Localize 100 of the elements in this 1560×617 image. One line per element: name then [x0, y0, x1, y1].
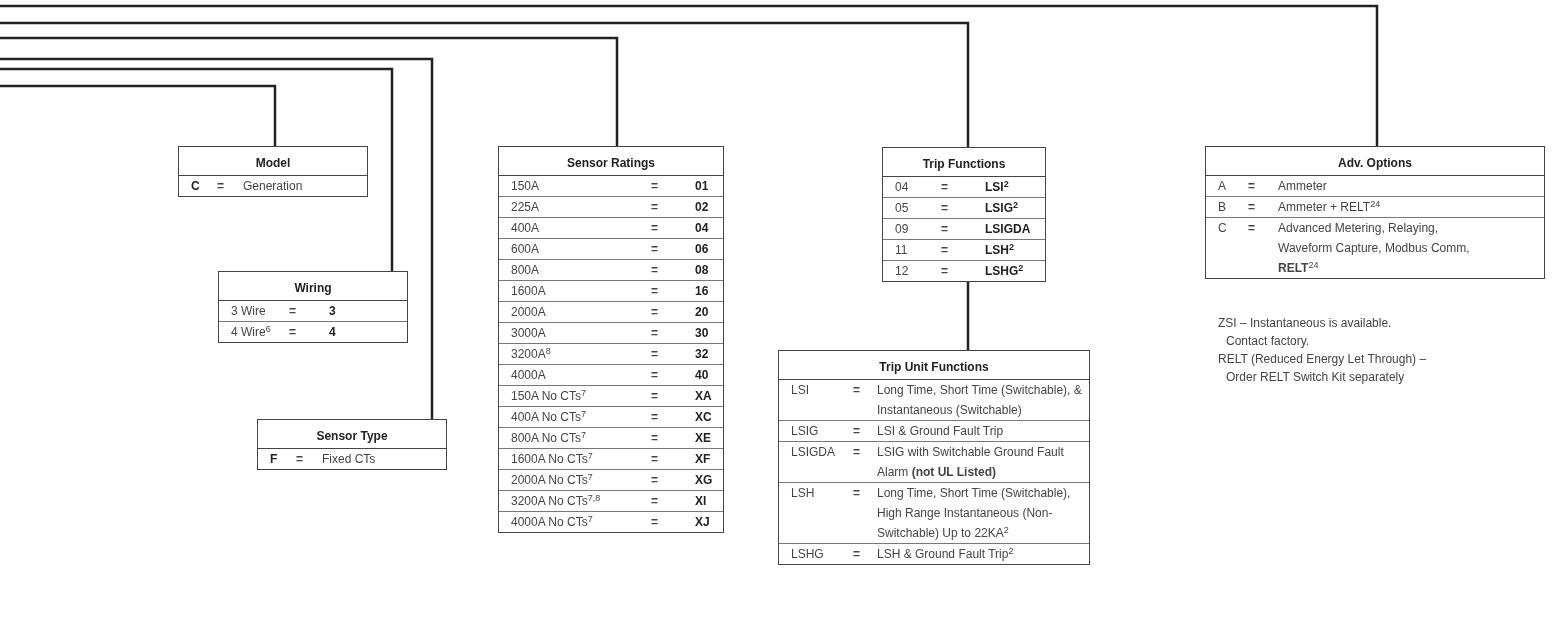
option-code: 150A [511, 179, 540, 193]
option-description: 4 [329, 325, 336, 339]
option-description: 40 [695, 368, 709, 382]
option-code: 11 [895, 243, 908, 257]
equals-sign: = [651, 179, 658, 193]
option-table [498, 146, 724, 533]
option-description: LSI & Ground Fault Trip [877, 424, 1004, 438]
equals-sign: = [289, 325, 296, 339]
connector-line [0, 84, 277, 146]
equals-sign: = [296, 452, 303, 466]
option-code: 1600A No CTs$^{7}$ [511, 452, 593, 466]
option-code: 4000A No CTs$^{7}$ [511, 515, 593, 529]
table-heading: Trip Unit Functions [879, 360, 989, 374]
option-code: 04 [895, 180, 909, 194]
equals-sign: = [853, 547, 860, 561]
table-heading: Model [255, 156, 291, 170]
option-code: 400A No CTs$^{7}$ [511, 410, 587, 424]
equals-sign: = [853, 424, 860, 438]
equals-sign: = [651, 389, 658, 403]
option-code: 2000A [511, 305, 546, 319]
equals-sign: = [651, 368, 658, 382]
equals-sign: = [941, 264, 948, 278]
table-heading: Trip Functions [922, 157, 1006, 171]
connector-line [966, 282, 970, 350]
option-description: XA [695, 389, 712, 403]
option-code: 3000A [511, 326, 546, 340]
option-description: XC [695, 410, 712, 424]
option-table [178, 146, 368, 197]
option-description: Advanced Metering, Relaying, Waveform Capture, Modbus Comm, RELT$^{24}$ [1278, 221, 1470, 275]
option-description: 06 [695, 242, 709, 256]
option-description: LSHG$^{2}$ [985, 264, 1024, 278]
equals-sign: = [941, 243, 948, 257]
equals-sign: = [1248, 221, 1255, 235]
option-description: LSIGDA [985, 222, 1031, 236]
option-code: LSHG [791, 547, 824, 561]
equals-sign: = [651, 305, 658, 319]
equals-sign: = [651, 221, 658, 235]
option-description: LSI$^{2}$ [985, 180, 1009, 194]
option-code: LSIG [791, 424, 819, 438]
option-description: 32 [695, 347, 709, 361]
option-code: 2000A No CTs$^{7}$ [511, 473, 593, 487]
option-code: 600A [511, 242, 540, 256]
option-table [882, 147, 1046, 282]
option-description: 30 [695, 326, 709, 340]
equals-sign: = [651, 284, 658, 298]
option-description: XG [695, 473, 713, 487]
equals-sign: = [651, 431, 658, 445]
equals-sign: = [853, 383, 860, 397]
option-description: Ammeter + RELT$^{24}$ [1278, 200, 1381, 214]
equals-sign: = [941, 222, 948, 236]
option-code: 800A No CTs$^{7}$ [511, 431, 587, 445]
equals-sign: = [217, 179, 224, 193]
equals-sign: = [941, 180, 948, 194]
option-code: 4 Wire$^{6}$ [231, 325, 271, 339]
equals-sign: = [651, 242, 658, 256]
equals-sign: = [651, 200, 658, 214]
option-code: LSIGDA [791, 445, 835, 459]
equals-sign: = [651, 326, 658, 340]
option-description: XF [695, 452, 711, 466]
option-code: F [270, 452, 278, 466]
note-text: RELT (Reduced Energy Let Through) – Order RELT Switch Kit separately [1218, 352, 1427, 384]
equals-sign: = [853, 445, 860, 459]
option-description: 08 [695, 263, 709, 277]
equals-sign: = [651, 263, 658, 277]
option-table [778, 350, 1090, 565]
option-code: LSI [791, 383, 809, 397]
option-description: 01 [695, 179, 709, 193]
equals-sign: = [1248, 200, 1255, 214]
option-table [257, 419, 447, 470]
option-description: LSIG with Switchable Ground Fault Alarm (not UL Listed) [877, 445, 1064, 479]
connector-line [0, 57, 434, 419]
equals-sign: = [651, 494, 658, 508]
option-description: 16 [695, 284, 709, 298]
option-table [1205, 146, 1545, 279]
option-description: 20 [695, 305, 709, 319]
option-code: 3200A$^{8}$ [511, 347, 551, 361]
option-description: Fixed CTs [322, 452, 376, 466]
option-code: C [191, 179, 200, 193]
equals-sign: = [853, 486, 860, 500]
connector-line [0, 67, 394, 271]
equals-sign: = [1248, 179, 1255, 193]
table-heading: Sensor Ratings [567, 156, 655, 170]
equals-sign: = [651, 347, 658, 361]
table-heading: Sensor Type [316, 429, 388, 443]
option-code: LSH [791, 486, 815, 500]
equals-sign: = [651, 452, 658, 466]
table-heading: Adv. Options [1338, 156, 1412, 170]
option-description: Long Time, Short Time (Switchable), High Range Instantaneous (Non-Switchable) Up to 22KA$^{2}$ [877, 486, 1071, 540]
option-code: A [1218, 179, 1226, 193]
option-code: B [1218, 200, 1226, 214]
option-code: 3 Wire [231, 304, 266, 318]
option-code: C [1218, 221, 1227, 235]
option-description: LSIG$^{2}$ [985, 201, 1019, 215]
option-description: Generation [243, 179, 303, 193]
option-description: 3 [329, 304, 336, 318]
option-table [218, 271, 408, 343]
equals-sign: = [651, 410, 658, 424]
option-description: 02 [695, 200, 709, 214]
equals-sign: = [651, 515, 658, 529]
option-description: LSH$^{2}$ [985, 243, 1014, 257]
